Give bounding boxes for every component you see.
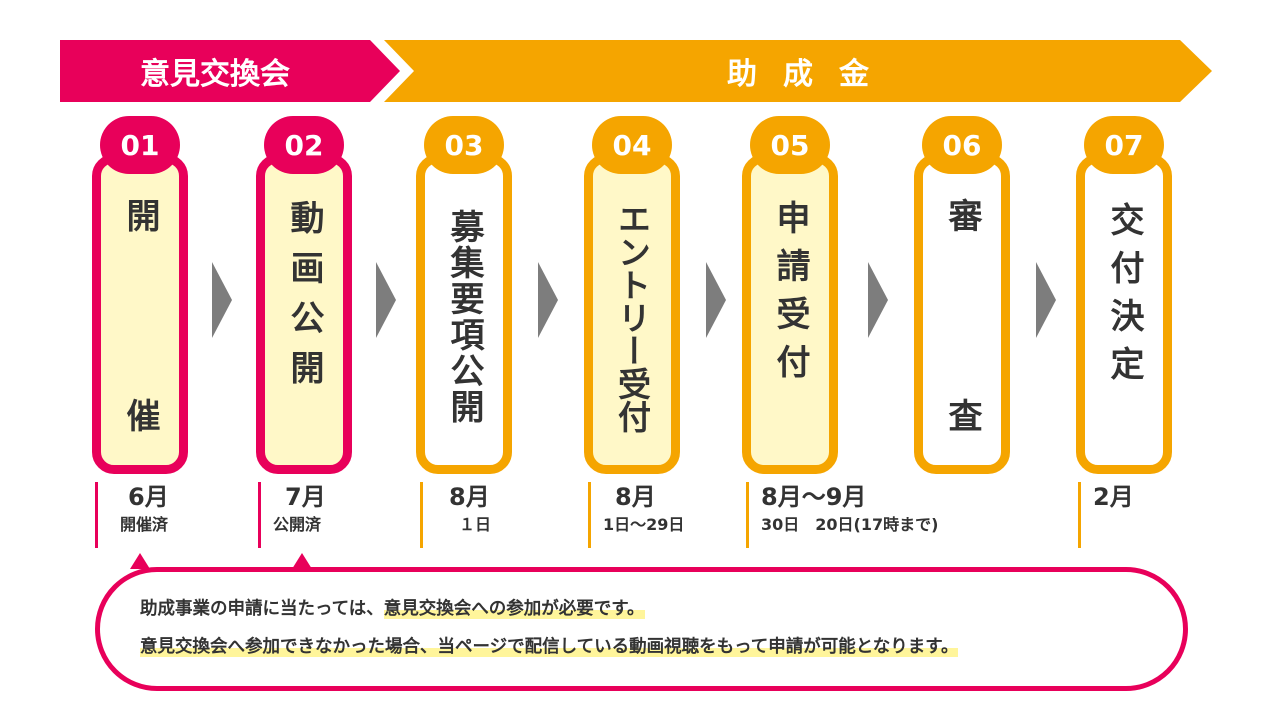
step-number: 05 <box>750 116 830 174</box>
step-03: 03 募集要項公開 <box>416 116 512 474</box>
step-label: 交付決定 <box>1104 202 1144 394</box>
step-label-box: エントリー受付 <box>584 168 680 466</box>
step-number: 06 <box>922 116 1002 174</box>
step-number: 02 <box>264 116 344 174</box>
date-detail: 開催済 <box>120 515 169 534</box>
bubble-tail <box>292 553 312 569</box>
date-step-02: 7月 公開済 <box>258 482 408 548</box>
notice-line-2: 意見交換会へ参加できなかった場合、当ページで配信している動画視聴をもって申請が可… <box>140 628 1161 666</box>
step-06: 06 審査 <box>914 116 1010 474</box>
step-card <box>256 154 352 474</box>
chevron-right-icon <box>1036 262 1056 338</box>
notice-line-2-highlight: 意見交換会へ参加できなかった場合、当ページで配信している動画視聴をもって申請が可… <box>140 637 959 657</box>
chevron-right-icon <box>212 262 232 338</box>
date-month: 7月 <box>285 483 326 511</box>
date-month: 8月 <box>615 483 656 511</box>
bubble-tail <box>130 553 150 569</box>
chevron-right-icon <box>538 262 558 338</box>
step-number: 01 <box>100 116 180 174</box>
opinion-exchange-banner: 意見交換会 <box>60 40 400 102</box>
date-month: 8月～9月 <box>761 483 867 511</box>
date-step-01: 6月 開催済 <box>95 482 245 548</box>
step-card <box>1076 154 1172 474</box>
date-month: 6月 <box>128 483 169 511</box>
step-04: 04 エントリー受付 <box>584 116 680 474</box>
step-label: 審査 <box>942 198 982 436</box>
step-label: 募集要項公開 <box>444 209 484 425</box>
step-label-box: 交付決定 <box>1076 168 1172 466</box>
step-card <box>742 154 838 474</box>
step-05: 05 申請受付 <box>742 116 838 474</box>
step-label: エントリー受付 <box>612 201 652 433</box>
step-07: 07 交付決定 <box>1076 116 1172 474</box>
date-detail: 公開済 <box>273 515 322 534</box>
date-month: 2月 <box>1093 483 1134 511</box>
step-card <box>92 154 188 474</box>
step-card <box>416 154 512 474</box>
subsidy-banner-label: 助成金 <box>727 57 895 92</box>
step-01: 01 開催 <box>92 116 188 474</box>
opinion-exchange-banner-label: 意見交換会 <box>140 57 290 92</box>
step-label-box: 審査 <box>914 168 1010 466</box>
notice-line-1-highlight: 意見交換会への参加が必要です。 <box>383 599 645 619</box>
step-label-box: 動画公開 <box>256 168 352 466</box>
step-number: 03 <box>424 116 504 174</box>
step-02: 02 動画公開 <box>256 116 352 474</box>
chevron-right-icon <box>868 262 888 338</box>
step-number: 07 <box>1084 116 1164 174</box>
date-detail: 30日 20日(17時まで) <box>761 515 939 534</box>
date-step-07: 2月 <box>1078 482 1198 548</box>
step-label-box: 申請受付 <box>742 168 838 466</box>
notice-bubble: 助成事業の申請に当たっては、意見交換会への参加が必要です。 意見交換会へ参加でき… <box>95 567 1188 691</box>
date-step-04: 8月 1日～29日 <box>588 482 738 548</box>
date-step-05: 8月～9月 30日 20日(17時まで) <box>746 482 1046 548</box>
step-label: 動画公開 <box>284 200 324 400</box>
step-label: 開催 <box>120 198 160 436</box>
chevron-right-icon <box>376 262 396 338</box>
date-step-03: 8月 １日 <box>420 482 570 548</box>
step-label: 申請受付 <box>770 200 810 392</box>
notice-line-1-a: 助成事業の申請に当たっては、 <box>140 599 384 619</box>
step-label-box: 開催 <box>92 168 188 466</box>
chevron-right-icon <box>706 262 726 338</box>
subsidy-banner: 助成金 <box>384 40 1212 102</box>
date-detail: １日 <box>459 515 492 534</box>
date-month: 8月 <box>449 483 490 511</box>
step-number: 04 <box>592 116 672 174</box>
step-card <box>584 154 680 474</box>
notice-line-1: 助成事業の申請に当たっては、意見交換会への参加が必要です。 <box>140 590 1161 628</box>
step-label-box: 募集要項公開 <box>416 168 512 466</box>
date-detail: 1日～29日 <box>603 515 685 534</box>
